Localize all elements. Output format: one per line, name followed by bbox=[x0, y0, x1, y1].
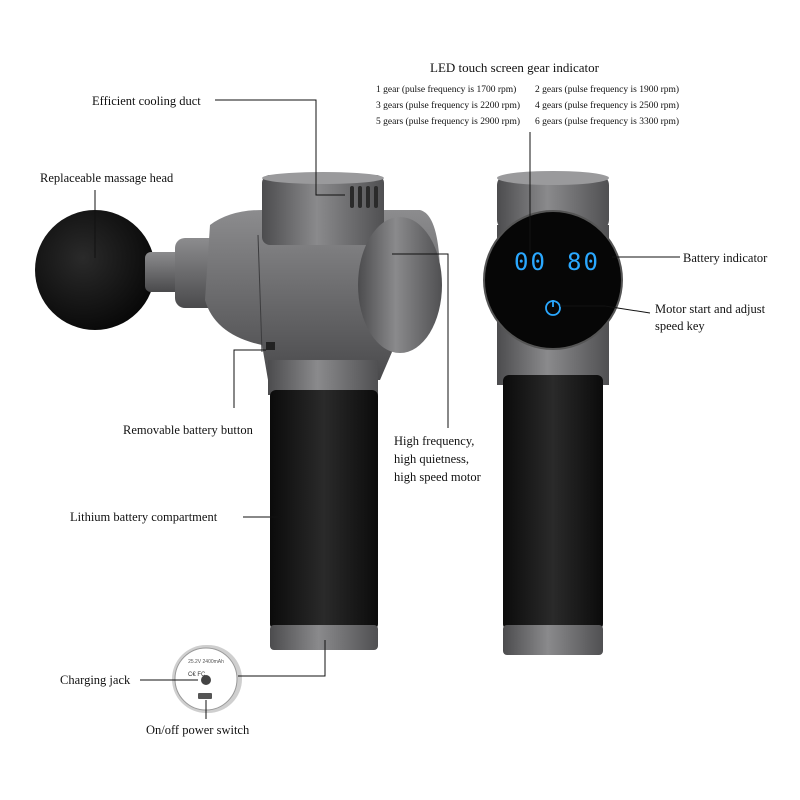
gear-spec-2: 2 gears (pulse frequency is 1900 rpm) bbox=[535, 85, 680, 95]
label-battery-compartment: Lithium battery compartment bbox=[70, 510, 218, 524]
label-charging-jack: Charging jack bbox=[60, 673, 131, 687]
label-battery-indicator: Battery indicator bbox=[683, 251, 768, 265]
label-battery-button: Removable battery button bbox=[123, 423, 253, 437]
gear-spec-3: 3 gears (pulse frequency is 2200 rpm) bbox=[376, 101, 521, 111]
label-motor-key-line1: Motor start and adjust bbox=[655, 302, 766, 316]
gear-readout: 00 bbox=[514, 248, 547, 276]
gear-spec-4: 4 gears (pulse frequency is 2500 rpm) bbox=[535, 101, 680, 111]
rear-bottom-cap bbox=[503, 625, 603, 655]
battery-release-button bbox=[266, 342, 275, 350]
label-motor-line3: high speed motor bbox=[394, 470, 481, 484]
label-motor-line2: high quietness, bbox=[394, 452, 469, 466]
label-massage-head: Replaceable massage head bbox=[40, 171, 174, 185]
power-switch bbox=[198, 693, 212, 699]
massage-gun-side-view bbox=[35, 172, 442, 650]
gear-spec-5: 5 gears (pulse frequency is 2900 rpm) bbox=[376, 117, 521, 127]
battery-bottom-cap bbox=[270, 625, 378, 650]
label-cooling-duct: Efficient cooling duct bbox=[92, 94, 201, 108]
rear-grip-handle bbox=[503, 375, 603, 630]
led-display-panel bbox=[483, 210, 623, 350]
gear-spec-6: 6 gears (pulse frequency is 3300 rpm) bbox=[535, 117, 680, 127]
cooling-vents bbox=[350, 186, 378, 208]
motor-end-cap bbox=[358, 217, 442, 353]
label-led-title: LED touch screen gear indicator bbox=[430, 60, 599, 75]
battery-readout: 80 bbox=[567, 248, 600, 276]
cooling-turret bbox=[262, 175, 384, 245]
gear-spec-1: 1 gear (pulse frequency is 1700 rpm) bbox=[376, 85, 517, 95]
massage-gun-rear-view bbox=[483, 171, 623, 655]
label-motor-line1: High frequency, bbox=[394, 434, 475, 448]
svg-text:C€ FC: C€ FC bbox=[188, 672, 206, 678]
label-power-switch: On/off power switch bbox=[146, 723, 250, 737]
grip-handle bbox=[270, 390, 378, 630]
massage-head-ball bbox=[35, 210, 155, 330]
leader-lines bbox=[94, 99, 680, 719]
label-motor-key-line2: speed key bbox=[655, 319, 705, 333]
charging-port-inset: 25.2V 2400mAh C€ FC bbox=[172, 645, 242, 713]
charging-jack-port bbox=[201, 675, 211, 685]
svg-text:25.2V 2400mAh: 25.2V 2400mAh bbox=[188, 659, 224, 665]
